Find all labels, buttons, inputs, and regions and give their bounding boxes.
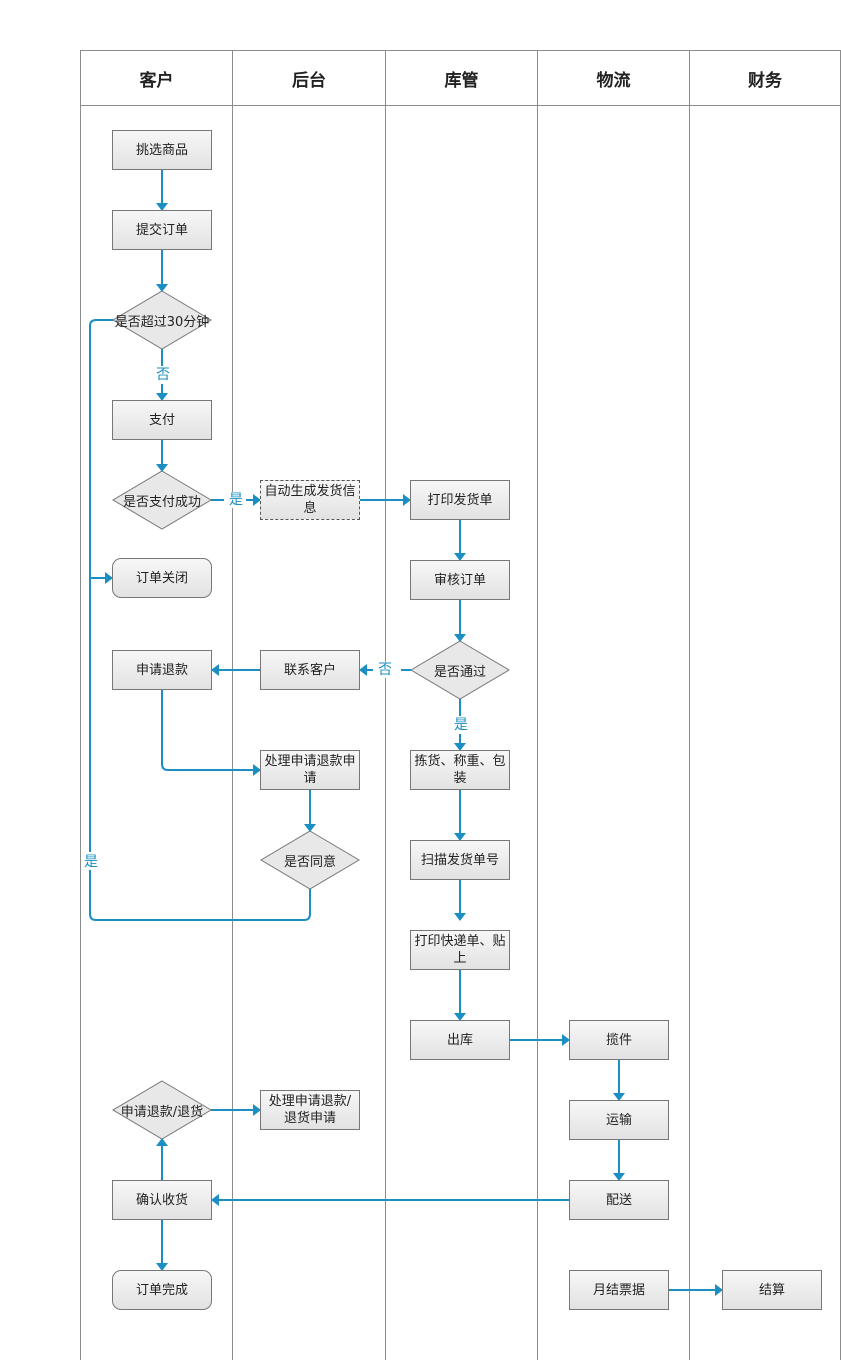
lane-header-warehouse: 库管	[444, 70, 479, 91]
node-pay-success: 是否支付成功	[122, 494, 201, 510]
node-print-express: 打印快递单、贴上	[410, 930, 510, 970]
node-confirm-receipt: 确认收货	[112, 1180, 212, 1220]
node-print-delivery: 打印发货单	[410, 480, 510, 520]
edge-agree-closed	[89, 870, 311, 921]
lane-header-logistics: 物流	[596, 70, 631, 91]
lane-header-finance: 财务	[748, 70, 782, 91]
node-order-complete: 订单完成	[112, 1270, 212, 1310]
edge-label-no-pass: 否	[376, 662, 394, 678]
node-pick-goods: 挑选商品	[112, 130, 212, 170]
node-settle: 结算	[722, 1270, 822, 1310]
edge-label-no-30min: 否	[154, 367, 172, 383]
node-auto-shipping-info: 自动生成发货信息	[260, 480, 360, 520]
node-apply-refund: 申请退款	[112, 650, 212, 690]
node-agree: 是否同意	[283, 854, 336, 870]
node-handle-refund: 处理申请退款申请	[260, 750, 360, 790]
edge-label-yes-agree: 是	[82, 854, 100, 870]
lane-header-backend: 后台	[292, 70, 326, 91]
node-handle-refund-return: 处理申请退款/退货申请	[260, 1090, 360, 1130]
diamond-pay-success	[112, 470, 212, 530]
node-over-30min: 是否超过30分钟	[114, 314, 210, 330]
node-scan-delivery: 扫描发货单号	[410, 840, 510, 880]
lane-header-customer: 客户	[139, 70, 174, 91]
node-collect: 揽件	[569, 1020, 669, 1060]
node-deliver: 配送	[569, 1180, 669, 1220]
node-pick-weigh-pack: 拣货、称重、包装	[410, 750, 510, 790]
node-contact-customer: 联系客户	[260, 650, 360, 690]
node-order-closed: 订单关闭	[112, 558, 212, 598]
node-transport: 运输	[569, 1100, 669, 1140]
node-apply-refund-return: 申请退款/退货	[120, 1104, 204, 1120]
node-audit-order: 审核订单	[410, 560, 510, 600]
node-monthly-bill: 月结票据	[569, 1270, 669, 1310]
node-pay: 支付	[112, 400, 212, 440]
node-out-stock: 出库	[410, 1020, 510, 1060]
edge-refund-handle	[161, 690, 253, 771]
edge-label-yes-pass: 是	[452, 717, 470, 733]
node-submit-order: 提交订单	[112, 210, 212, 250]
node-passed: 是否通过	[433, 664, 486, 680]
edge-label-yes-pay: 是	[227, 492, 245, 508]
